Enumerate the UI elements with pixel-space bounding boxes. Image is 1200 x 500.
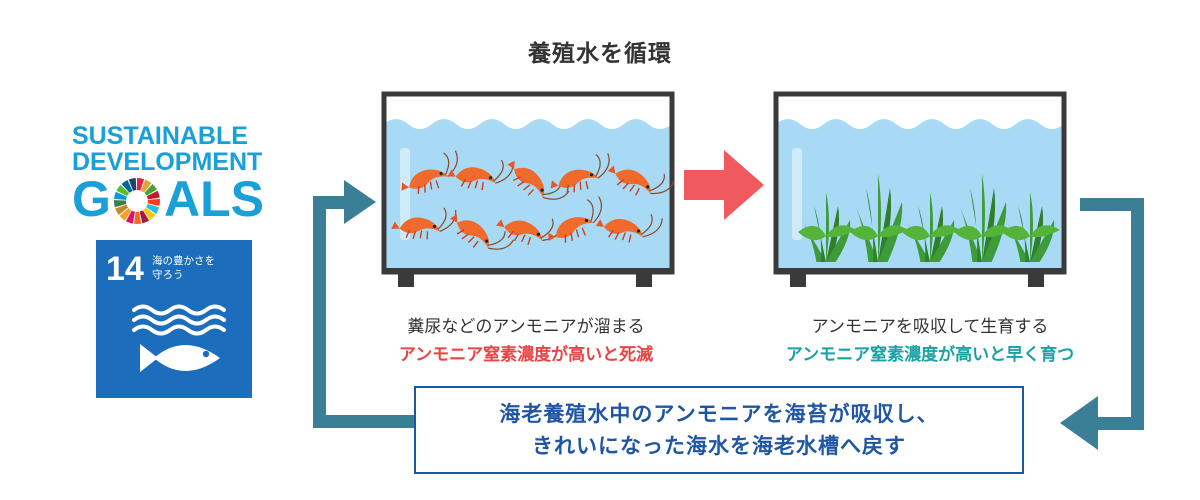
shrimp-icon — [401, 150, 458, 194]
seaweed-icon — [902, 192, 960, 262]
shrimp-icon — [548, 196, 603, 243]
seaweed-icon — [954, 174, 1012, 262]
sdg-goal14-tile: 14 海の豊かさを 守ろう — [96, 240, 252, 398]
summary-line1: 海老養殖水中のアンモニアを海苔が吸収し、 — [499, 402, 939, 426]
shrimp-icon — [607, 165, 675, 196]
return-arrow-left-icon — [313, 180, 414, 428]
shrimp-caption-warning: アンモニア窒素濃度が高いと死滅 — [398, 345, 654, 365]
goal-title-line2: 守ろう — [152, 269, 184, 281]
shrimp-icon — [595, 214, 663, 243]
diagram-title: 養殖水を循環 — [528, 41, 672, 67]
sdg-wordmark-line1: SUSTAINABLE — [72, 122, 248, 150]
return-arrow-right-icon — [1060, 198, 1144, 450]
seaweed-tank — [773, 91, 1067, 287]
summary-box: 海老養殖水中のアンモニアを海苔が吸収し、 きれいになった海水を海老水槽へ戻す — [414, 386, 1024, 474]
sdg-wheel-icon — [114, 178, 160, 224]
fish-waves-icon — [132, 304, 226, 372]
sdg-goals-rest: ALS — [164, 171, 264, 227]
shrimp-icon — [550, 153, 610, 194]
summary-line2: きれいになった海水を海老水槽へ戻す — [532, 434, 906, 458]
shrimp-icon — [507, 160, 570, 200]
goal-title-line1: 海の豊かさを — [152, 255, 215, 267]
sdg-wordmark-line2: DEVELOPMENT — [72, 148, 263, 176]
seaweed-icon — [1002, 192, 1060, 262]
shrimp-icon — [449, 214, 515, 250]
shrimp-icon — [447, 159, 514, 191]
sdg-wordmark-goals: G ALS — [72, 171, 282, 230]
seaweed-caption-main: アンモニアを吸収して生育する — [811, 317, 1049, 337]
goal-number: 14 — [106, 250, 144, 288]
seaweed-icon — [850, 174, 908, 262]
shrimp-caption-main: 糞尿などのアンモニアが溜まる — [407, 317, 645, 337]
shrimp-icon — [391, 207, 457, 240]
goal-title: 海の豊かさを 守ろう — [152, 254, 248, 282]
wheel-segment — [134, 201, 142, 224]
sdg-goals-g: G — [72, 171, 111, 227]
seaweed-icon — [798, 192, 856, 262]
seaweed-caption-benefit: アンモニア窒素濃度が高いと早く育つ — [785, 345, 1075, 365]
shrimp-tank — [381, 91, 675, 287]
flow-arrow-icon — [684, 150, 764, 220]
